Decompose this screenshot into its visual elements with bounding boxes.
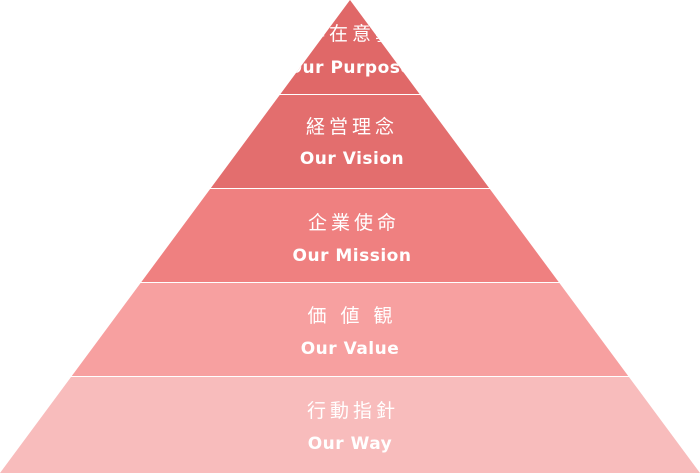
tier-jp-label-value: 価 値 観 (307, 305, 396, 327)
tier-jp-label-vision: 経営理念 (306, 115, 398, 138)
tier-band-mission (0, 189, 700, 282)
tier-band-purpose (0, 0, 700, 94)
tier-en-label-purpose: Our Purpose (288, 58, 413, 78)
tier-jp-label-purpose: 存在意義 (306, 23, 398, 45)
tier-jp-label-mission: 企業使命 (308, 212, 400, 234)
tier-en-label-vision: Our Vision (300, 149, 404, 169)
tier-en-label-way: Our Way (308, 434, 393, 454)
tier-jp-label-way: 行動指針 (307, 400, 399, 422)
tier-band-vision (0, 95, 700, 188)
tier-en-label-value: Our Value (301, 339, 400, 359)
tier-band-value (0, 283, 700, 376)
tier-band-way (0, 377, 700, 473)
tier-en-label-mission: Our Mission (293, 246, 412, 266)
